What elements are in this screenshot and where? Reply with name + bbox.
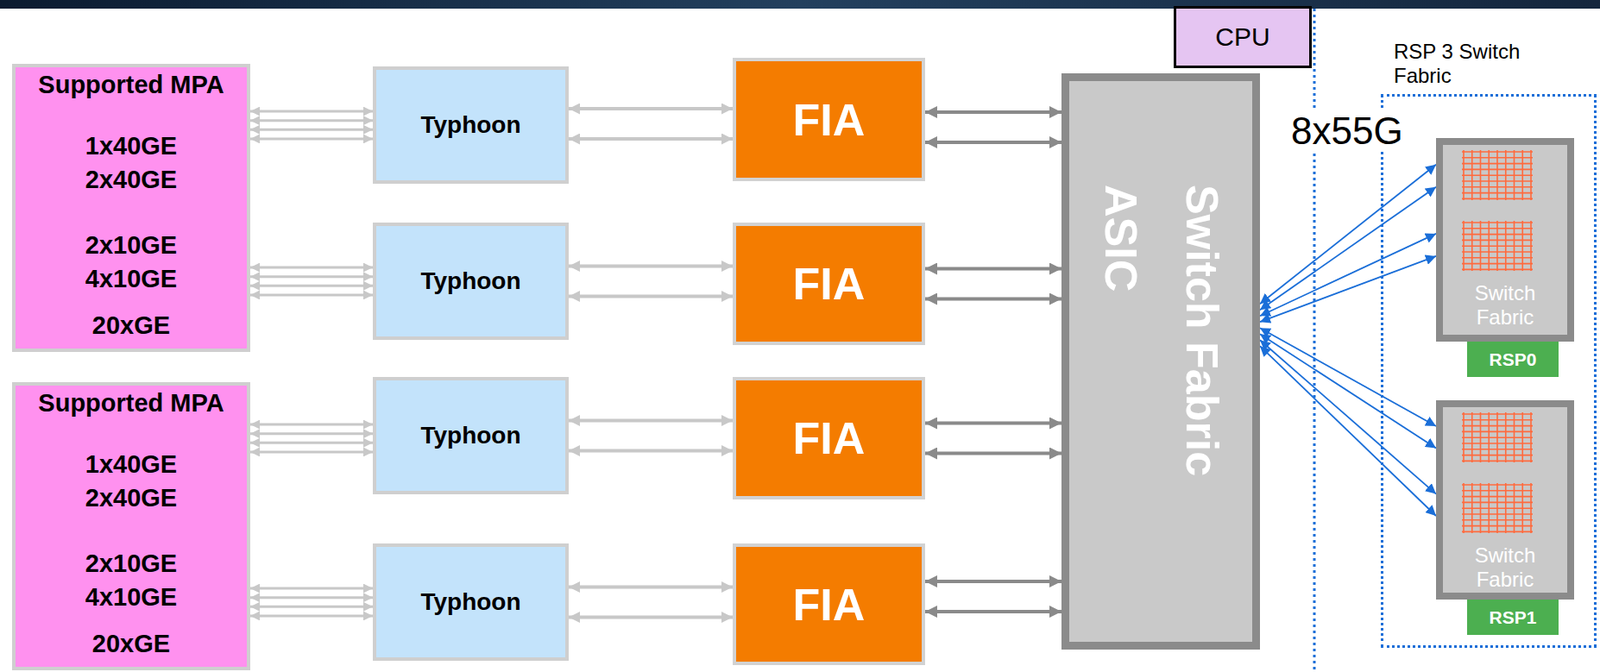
switch-asic-box: Switch Fabric ASIC (1061, 73, 1260, 650)
port-option: 2x10GE (15, 230, 247, 261)
bus-arrow (568, 107, 733, 111)
port-option: 1x40GE (15, 131, 247, 162)
crossbar-icon (1461, 412, 1533, 534)
rsp-card: Switch Fabric (1436, 138, 1575, 342)
bus-arrow (925, 579, 1062, 584)
bus-arrow (925, 452, 1062, 456)
rsp-fabric-region: RSP 3 Switch FabricSwitch FabricRSP0Swit… (1380, 94, 1597, 649)
chip-name: FIA (793, 579, 866, 631)
cpu-box: CPU (1173, 6, 1312, 69)
region-heading: RSP 3 Switch Fabric (1393, 39, 1550, 88)
bus-arrow (925, 422, 1062, 426)
bus-arrow (1259, 340, 1437, 494)
fabric-interface-box: FIA (732, 57, 926, 182)
chip-name: CPU (1215, 22, 1270, 52)
port-option: 4x10GE (15, 582, 247, 613)
bus-arrow (568, 419, 733, 423)
port-option: 1x40GE (15, 449, 247, 480)
chip-name: FIA (793, 258, 866, 310)
rsp-card: Switch Fabric (1436, 400, 1575, 600)
port-option: 20xGE (15, 629, 247, 660)
chip-name: Typhoon (420, 588, 521, 617)
bus-arrow (250, 275, 373, 278)
media-adapter-box: Supported MPA 1x40GE2x40GE 2x10GE4x10GE 20x… (12, 382, 251, 671)
card-label: Switch Fabric (1442, 281, 1568, 329)
chip-name: Typhoon (420, 267, 521, 296)
bus-arrow (568, 295, 733, 299)
bus-arrow (1259, 346, 1437, 517)
bus-arrow (925, 297, 1062, 302)
card-label: Switch Fabric (1442, 543, 1568, 592)
bus-arrow (250, 119, 373, 122)
chip-name: Switch Fabric ASIC (1079, 184, 1241, 530)
bus-arrow (250, 450, 373, 454)
top-banner (0, 0, 1600, 9)
fabric-interface-box: FIA (732, 222, 926, 346)
media-adapter-box: Supported MPA 1x40GE2x40GE 2x10GE4x10GE 20x… (12, 63, 251, 353)
divider-line (1313, 8, 1317, 672)
bus-arrow (250, 284, 373, 288)
bus-arrow (250, 266, 373, 270)
fabric-interface-box: FIA (732, 543, 926, 666)
npu-box: Typhoon (372, 543, 569, 662)
bus-arrow (925, 610, 1062, 614)
npu-box: Typhoon (372, 377, 569, 495)
port-option: 2x10GE (15, 548, 247, 580)
port-option: 2x40GE (15, 483, 247, 514)
bus-arrow (568, 137, 733, 141)
bus-arrow (250, 110, 373, 114)
bus-arrow (568, 264, 733, 269)
bus-arrow (1259, 327, 1437, 427)
bus-arrow (250, 293, 373, 297)
card-name: RSP0 (1489, 349, 1538, 371)
bus-arrow (250, 137, 373, 140)
bus-arrow (568, 585, 733, 590)
port-option: 20xGE (15, 310, 247, 341)
bus-arrow (250, 614, 373, 618)
npu-box: Typhoon (372, 66, 569, 184)
port-option: 4x10GE (15, 264, 247, 295)
bus-arrow (1259, 164, 1437, 305)
rsp-tag: RSP1 (1467, 599, 1559, 636)
bus-arrow (568, 616, 733, 620)
bus-arrow (568, 449, 733, 454)
bus-arrow (250, 128, 373, 132)
bus-arrow (250, 605, 373, 609)
bus-arrow (925, 110, 1062, 114)
bus-arrow (925, 267, 1062, 271)
rsp-tag: RSP0 (1467, 341, 1559, 378)
bus-arrow (250, 587, 373, 591)
bus-arrow (1259, 187, 1437, 311)
chip-name: FIA (793, 412, 866, 465)
bus-arrow (250, 596, 373, 599)
crossbar-icon (1461, 150, 1533, 271)
link-speed-label: 8x55G (1287, 110, 1407, 152)
chip-name: Typhoon (420, 111, 521, 139)
bus-arrow (250, 423, 373, 427)
fabric-interface-box: FIA (732, 377, 926, 500)
card-name: RSP1 (1489, 607, 1538, 629)
bus-arrow (250, 432, 373, 435)
chip-name: Typhoon (420, 422, 521, 450)
npu-box: Typhoon (372, 222, 569, 341)
bus-arrow (925, 140, 1062, 145)
adapter-heading: Supported MPA (15, 69, 247, 101)
bus-arrow (250, 441, 373, 445)
adapter-heading: Supported MPA (15, 388, 247, 419)
port-option: 2x40GE (15, 164, 247, 196)
bus-arrow (1259, 256, 1437, 322)
chip-name: FIA (793, 94, 866, 146)
bus-arrow (1259, 233, 1437, 316)
